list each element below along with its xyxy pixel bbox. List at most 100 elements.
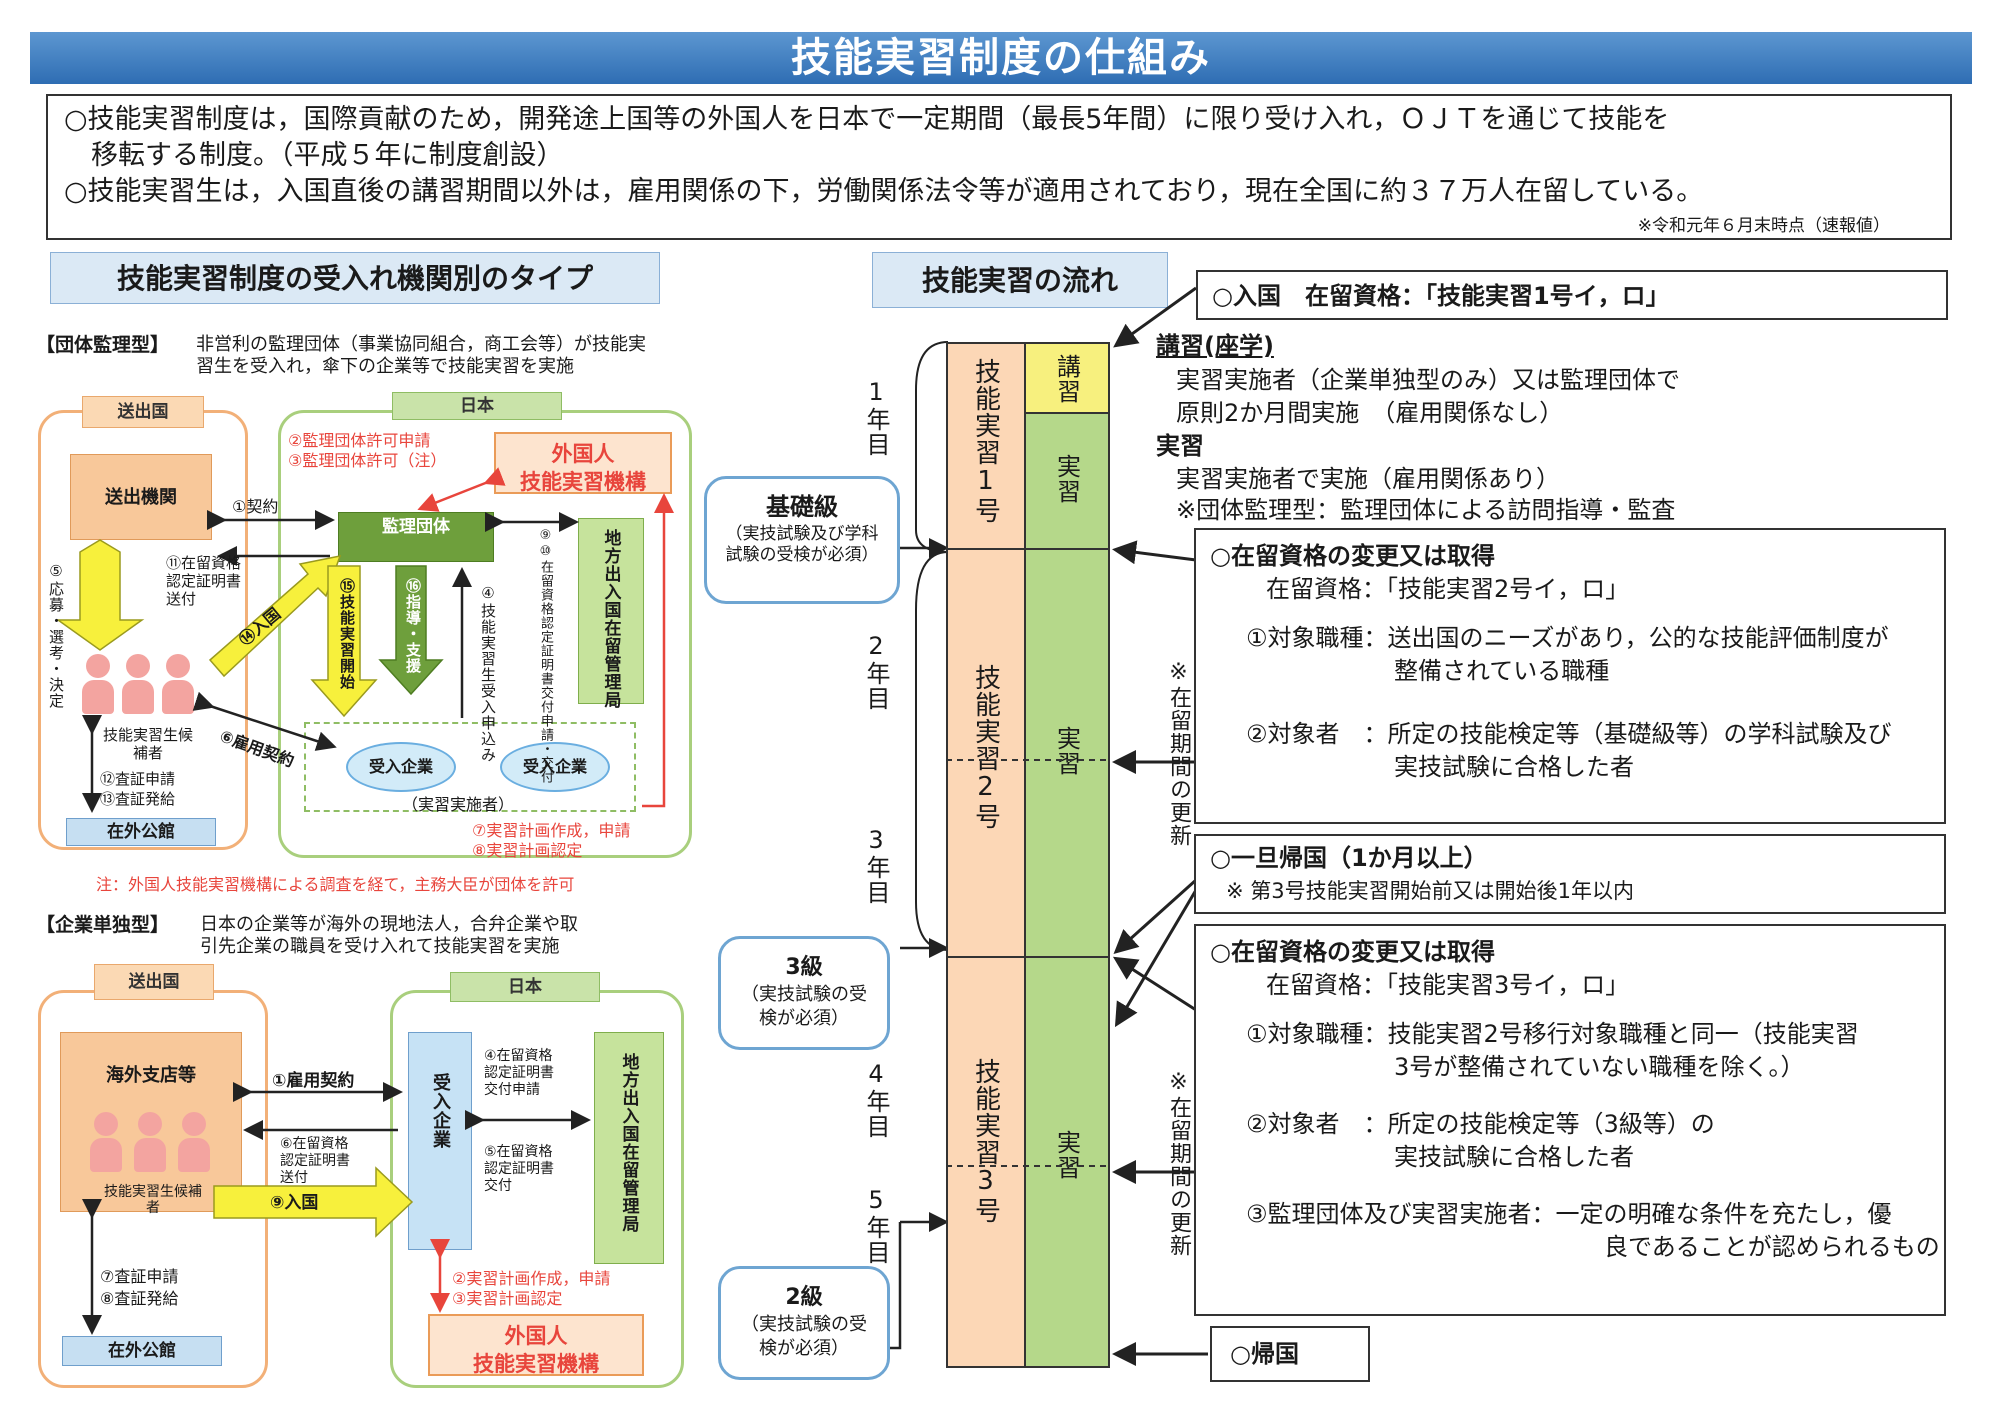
jisshu-cell-1: 実習 [1024,412,1110,550]
change-2-heading: ○在留資格の変更又は取得 [1210,938,1495,966]
step-4-label: ④技能実習生受入申込み [479,584,497,763]
flow-heading: 技能実習の流れ [872,252,1168,308]
year-5-label: 5年目 [862,1186,890,1265]
dantai-bureau-label: 地方出入国在留管理局 [600,529,621,709]
level-2kyu-box: 2級 （実技試験の受検が必須） [718,1266,890,1380]
kigyo-step-3-label: ③実習計画認定 [452,1289,563,1308]
entry-box: ○入国 在留資格：「技能実習1号イ，ロ」 [1196,270,1948,320]
step-8-label: ⑧実習計画認定 [472,841,583,860]
timeline-dashes [946,759,1110,1167]
dantai-desc-2: 習生を受入れ，傘下の企業等で技能実習を実施 [196,356,574,377]
renewal-note-2: ※在留期間の更新 [1166,1070,1191,1257]
change-1-criterion-2b: 実技試験に合格した者 [1394,753,1634,781]
jisshu-heading: 実習 [1156,432,1204,460]
kigyo-step-1-label: ①雇用契約 [272,1071,355,1091]
step-11-label-3: 送付 [166,590,197,608]
step-12-label: ⑫査証申請 [100,770,176,788]
page-title: 技能実習制度の仕組み [30,32,1972,84]
kigyo-step-4-label-2: 認定証明書 [484,1065,554,1081]
level-kisokyu-desc: （実技試験及び学科試験の受検が必須） [725,524,879,565]
kigyo-step-4-label-3: 交付申請 [484,1082,540,1098]
right-arrows [1112,286,1208,1366]
year-3-label: 3年目 [862,826,890,905]
kigyo-embassy-box: 在外公館 [62,1336,222,1366]
step-15-label: ⑮技能実習開始 [338,578,356,690]
change-2-status: 在留資格：「技能実習3号イ，ロ」 [1266,971,1630,999]
dantai-kiko-line-1: 外国人 [551,442,615,466]
step-5-label: ⑤応募・選考・決定 [47,562,65,709]
trainee-person-icon [178,1112,210,1172]
level-3kyu-title: 3級 [785,955,823,980]
koshu-cell: 講習 [1024,342,1110,414]
level-3kyu-desc: （実技試験の受検が必須） [741,984,867,1029]
dantai-tag: 【団体監理型】 [36,334,170,356]
level-3kyu-box: 3級 （実技試験の受検が必須） [718,936,890,1050]
kigyo-step-6-label-3: 送付 [280,1170,308,1186]
level-2kyu-title: 2級 [785,1285,823,1310]
implementer-label: （実習実施者） [402,795,515,814]
step-1-label: ①契約 [232,497,279,516]
enterprise-oval-1: 受入企業 [346,742,456,792]
kigyo-kiko-box: 外国人 技能実習機構 [428,1314,644,1376]
kigyo-step-5-label-2: 認定証明書 [484,1161,554,1177]
intro-note: ※令和元年６月末時点（速報値） [1637,216,1890,236]
koshu-line-1: 実習実施者（企業単独型のみ）又は監理団体で [1176,366,1680,394]
kigyo-desc-1: 日本の企業等が海外の現地法人，合弁企業や取 [200,914,578,935]
sending-org-box: 送出機関 [70,454,212,540]
change-1-status: 在留資格：「技能実習2号イ，ロ」 [1266,575,1630,603]
change-1-criterion-1a: ①対象職種：送出国のニーズがあり，公的な技能評価制度が [1246,624,1889,652]
level-kisokyu-box: 基礎級 （実技試験及び学科試験の受検が必須） [704,476,900,604]
level-2kyu-desc: （実技試験の受検が必須） [741,1314,867,1359]
trainee-person-icon [82,654,114,714]
kigyo-kiko-line-2: 技能実習機構 [473,1352,599,1376]
intro-line-3: ○技能実習生は，入国直後の講習期間以外は，雇用関係の下，労働関係法令等が適用され… [64,176,1704,207]
types-heading: 技能実習制度の受入れ機関別のタイプ [50,252,660,304]
kigyo-enterprise-box: 受入企業 [408,1032,472,1250]
dantai-japan-label: 日本 [392,392,562,420]
final-return-box: ○帰国 [1210,1326,1370,1382]
change-2-criterion-3a: ③監理団体及び実習実施者：一定の明確な条件を充たし，優 [1246,1200,1892,1228]
kanri-dantai-box: 監理団体 [338,512,494,562]
kigyo-step-8-label: ⑧査証発給 [100,1289,179,1308]
dantai-kiko-line-2: 技能実習機構 [520,470,646,494]
trainee-person-icon [134,1112,166,1172]
dantai-arrows [55,467,674,813]
kigyo-step-9-label: ⑨入国 [270,1193,319,1213]
change-2-criterion-2a: ②対象者 ：所定の技能検定等（3級等）の [1246,1110,1715,1138]
kigyo-desc-2: 引先企業の職員を受け入れて技能実習を実施 [200,936,560,957]
change-2-criterion-1b: 3号が整備されていない職種を除く。） [1394,1053,1805,1081]
dantai-bureau-box: 地方出入国在留管理局 [578,518,644,709]
kigyo-japan-label: 日本 [450,972,600,1002]
step-7-label: ⑦実習計画作成，申請 [472,821,631,840]
temporary-return-box: ○一旦帰国（1か月以上） ※ 第3号技能実習開始前又は開始後1年以内 [1194,834,1946,914]
implementer-frame [304,722,636,812]
trainee-person-icon [162,654,194,714]
kigyo-step-6-label-1: ⑥在留資格 [280,1136,349,1152]
step-2-label: ②監理団体許可申請 [288,431,431,450]
kigyo-step-6-label-2: 認定証明書 [280,1153,350,1169]
kigyo-tag: 【企業単独型】 [36,914,170,936]
phase-3-column: 技能実習3号 [946,956,1026,1368]
step-16-label: ⑯指導・支援 [404,578,422,674]
change-1-criterion-1b: 整備されている職種 [1394,657,1610,685]
kigyo-step-7-label: ⑦査証申請 [100,1267,179,1286]
step-3-label: ③監理団体許可（注） [288,451,447,470]
year-1-label: 1年目 [862,378,890,457]
kigyo-step-2-label: ②実習計画作成，申請 [452,1269,611,1288]
intro-line-2: 移転する制度。（平成５年に制度創設） [64,140,564,171]
koshu-heading: 講習(座学) [1156,332,1274,360]
kigyo-step-5-label-3: 交付 [484,1178,512,1194]
return-note: ※ 第3号技能実習開始前又は開始後1年以内 [1226,879,1634,903]
jisshu-line-1: 実習実施者で実施（雇用関係あり） [1176,465,1560,493]
level-kisokyu-title: 基礎級 [766,493,838,521]
year-4-label: 4年目 [862,1060,890,1139]
change-1-criterion-2a: ②対象者 ：所定の技能検定等（基礎級等）の学科試験及び [1246,720,1892,748]
kigyo-arrows [82,1082,591,1335]
kigyo-bureau-box: 地方出入国在留管理局 [594,1032,664,1264]
koshu-line-2: 原則2か月間実施 （雇用関係なし） [1176,399,1564,427]
trainee-person-icon [122,654,154,714]
enterprise-oval-2: 受入企業 [500,742,610,792]
kigyo-candidates-label: 技能実習生候補者 [104,1184,202,1216]
trainee-person-icon [90,1112,122,1172]
intro-box: ○技能実習制度は，国際貢献のため，開発途上国等の外国人を日本で一定期間（最長5年… [46,94,1952,240]
